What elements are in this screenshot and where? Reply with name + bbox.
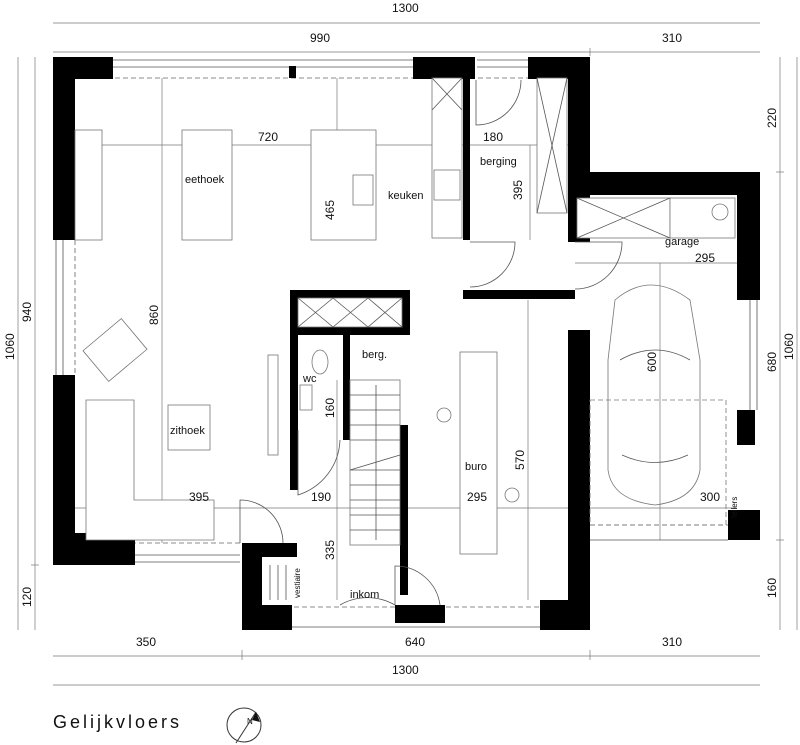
dim-right-top: 220 <box>765 108 779 128</box>
dim-berging-depth: 395 <box>511 180 525 200</box>
windows <box>55 59 758 628</box>
dim-left-inner: 940 <box>20 302 34 322</box>
chair-icon <box>504 487 520 503</box>
dim-buro-width: 295 <box>467 490 487 504</box>
north-label: N <box>247 717 253 726</box>
room-zithoek: zithoek <box>170 425 205 437</box>
dim-car-length: 600 <box>645 352 659 372</box>
dim-zithoek-width: 395 <box>189 490 209 504</box>
chair-icon <box>436 407 452 423</box>
sofa-icon <box>85 399 215 541</box>
room-keuken: keuken <box>388 190 423 202</box>
furniture <box>74 77 736 600</box>
room-wc: wc <box>302 373 317 385</box>
washing-machine-icon <box>711 203 729 221</box>
cooktop-icon <box>433 169 461 201</box>
label-tellers: tellers <box>730 497 739 518</box>
room-buro: buro <box>465 461 487 473</box>
car-icon <box>607 284 701 506</box>
doors[interactable] <box>239 79 623 606</box>
sink-icon <box>352 174 374 206</box>
dim-kitchen-depth: 465 <box>323 200 337 220</box>
room-berg: berg. <box>362 349 387 361</box>
dim-berging-width: 180 <box>483 130 503 144</box>
room-berging: berging <box>480 156 517 168</box>
dim-top-left: 990 <box>310 31 330 45</box>
dim-hall-width: 190 <box>311 490 331 504</box>
coat-rack <box>269 565 287 600</box>
dim-right-bottom: 160 <box>765 578 779 598</box>
dim-living-width: 720 <box>258 130 278 144</box>
north-arrow-icon: N <box>226 707 262 744</box>
plan-title: Gelijkvloers <box>53 712 182 732</box>
dim-top-right: 310 <box>662 31 682 45</box>
dim-wc-depth: 160 <box>323 398 337 418</box>
dim-right-mid: 680 <box>765 352 779 372</box>
dimension-lines <box>17 22 798 686</box>
room-inkom: inkom <box>350 589 379 601</box>
dim-top-total: 1300 <box>392 1 419 15</box>
dim-left-bottom: 120 <box>20 587 34 607</box>
dim-living-depth: 860 <box>147 305 161 325</box>
dim-right-outer: 1060 <box>782 333 796 360</box>
room-vestiaire: vestiaire <box>293 568 302 598</box>
toilet-icon <box>311 349 329 375</box>
dim-bottom-total: 1300 <box>392 663 419 677</box>
stairs <box>349 379 401 546</box>
dim-bottom-left: 350 <box>136 635 156 649</box>
washbasin-icon <box>299 384 313 411</box>
dimension-texts: 1300 990 310 350 640 310 1300 1060 940 1… <box>3 1 796 677</box>
dim-inkom-depth: 335 <box>323 540 337 560</box>
armchair-icon <box>82 318 148 382</box>
room-garage: garage <box>665 236 699 248</box>
dim-bottom-right: 310 <box>662 635 682 649</box>
dim-garage-width-top: 295 <box>695 251 715 265</box>
dim-bottom-mid: 640 <box>405 635 425 649</box>
dim-buro-depth: 570 <box>513 450 527 470</box>
desk <box>459 351 498 555</box>
room-labels: eethoek keuken berging garage zithoek wc… <box>170 156 739 601</box>
dim-left-outer: 1060 <box>3 333 17 360</box>
room-eethoek: eethoek <box>185 174 225 186</box>
walls <box>53 57 760 630</box>
dim-garage-width-bottom: 300 <box>700 490 720 504</box>
